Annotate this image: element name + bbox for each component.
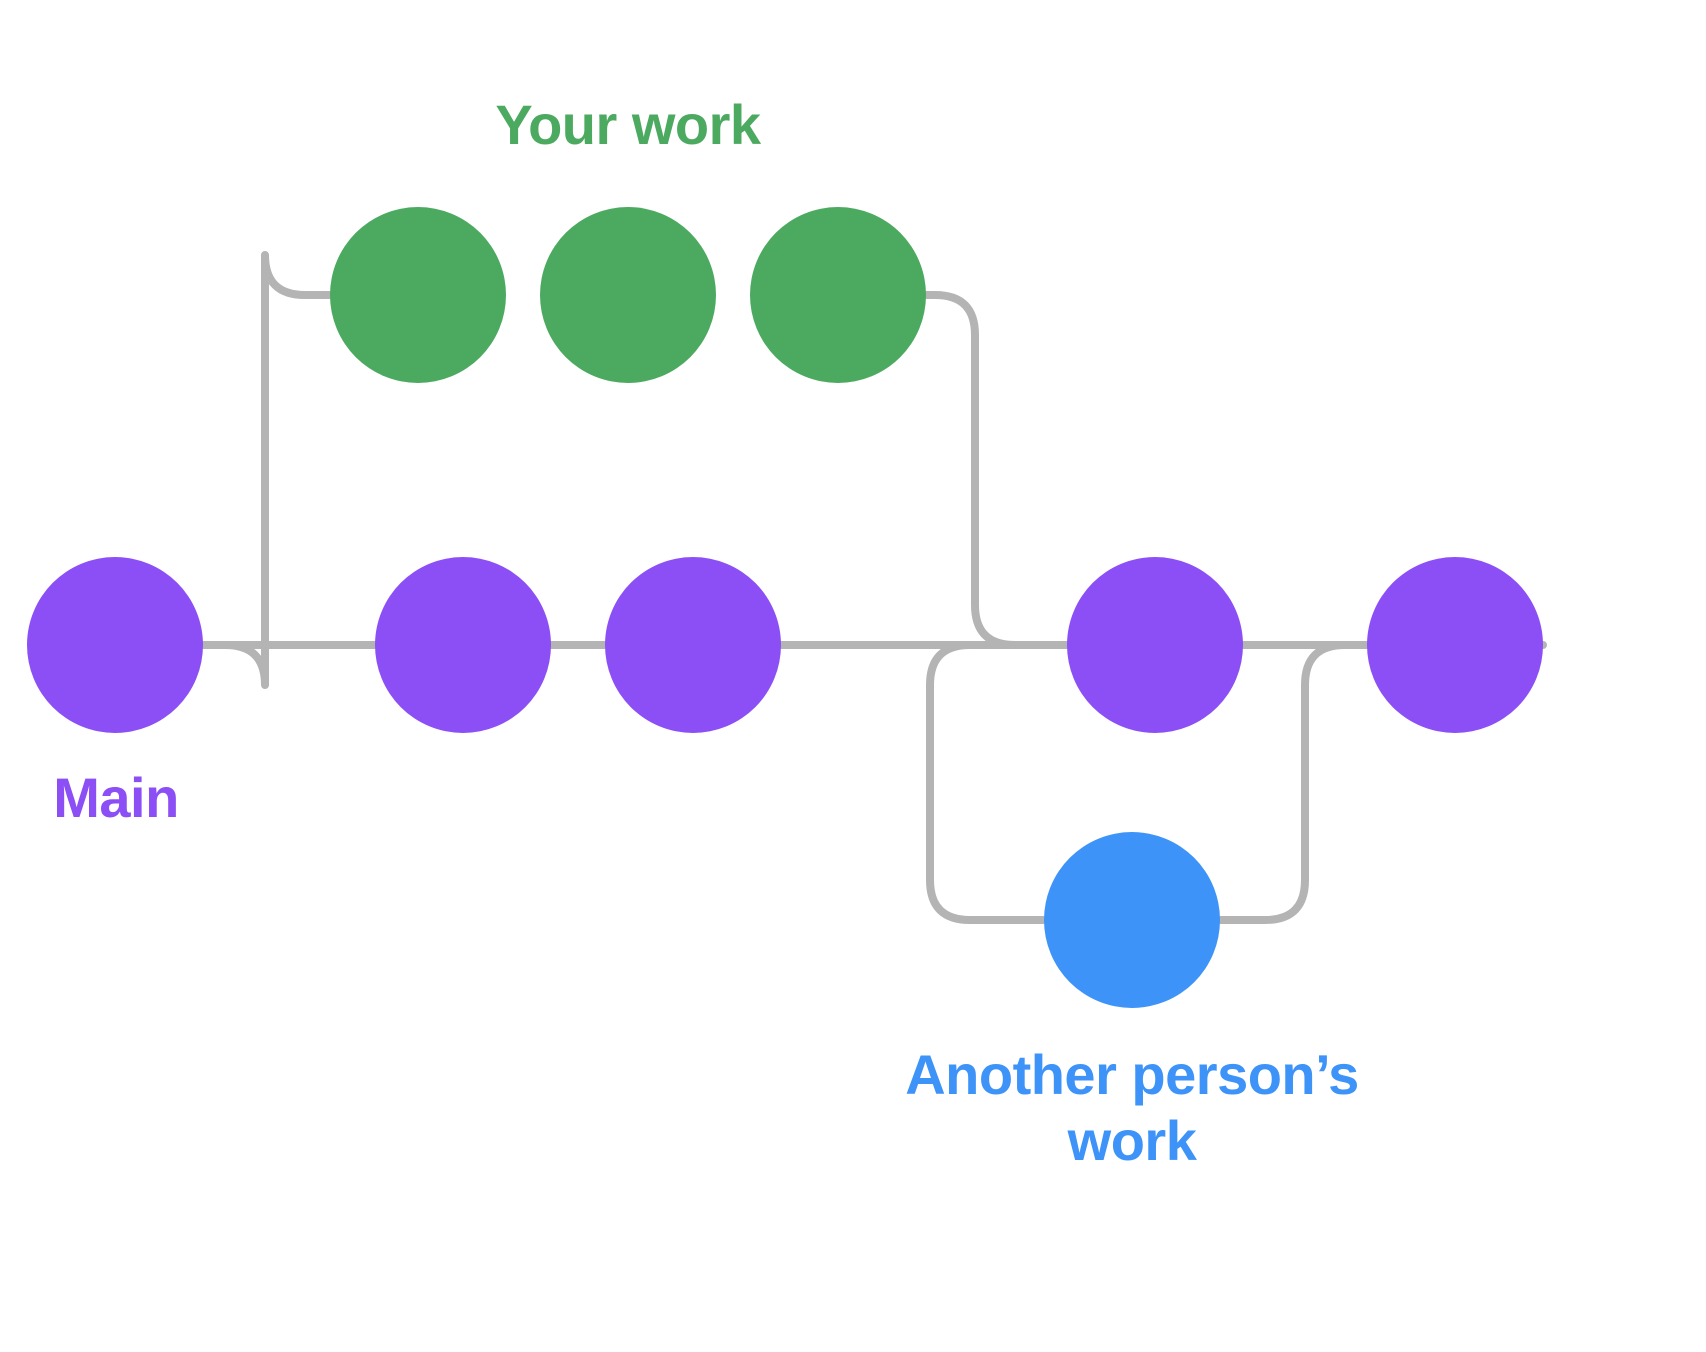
connector-merge-other-work [1216, 641, 1349, 924]
commit-node-main-1[interactable] [27, 557, 203, 733]
connector-merge-your-work [922, 291, 1019, 649]
branch-label-main: Main [53, 766, 179, 829]
commit-node-your-work-3[interactable] [750, 207, 926, 383]
commit-node-other-work-1[interactable] [1044, 832, 1220, 1008]
commit-node-main-5[interactable] [1367, 557, 1543, 733]
branch-label-another-person-work: Another person’s work [905, 1043, 1359, 1173]
commit-nodes [27, 207, 1543, 1008]
commit-node-your-work-2[interactable] [540, 207, 716, 383]
branch-label-your-work: Your work [495, 93, 761, 156]
commit-node-main-4[interactable] [1067, 557, 1243, 733]
commit-node-main-2[interactable] [375, 557, 551, 733]
commit-node-your-work-1[interactable] [330, 207, 506, 383]
connector-branch-to-other-work [926, 641, 1048, 924]
commit-node-main-3[interactable] [605, 557, 781, 733]
connector-branch-to-your-work [221, 251, 334, 689]
